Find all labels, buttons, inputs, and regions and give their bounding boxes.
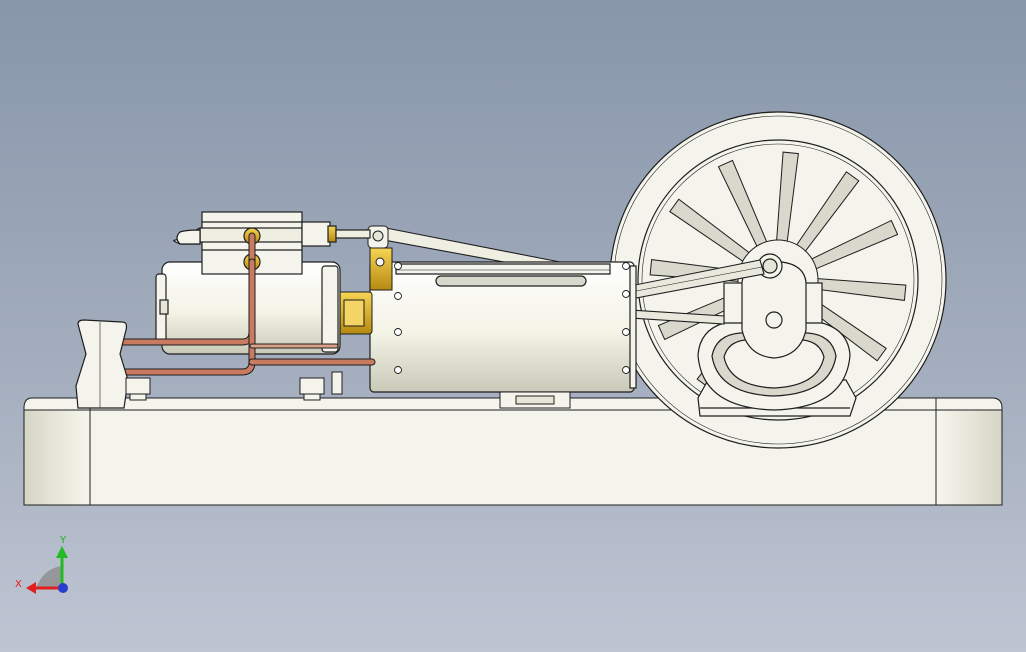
coordinate-triad: Y X	[15, 535, 68, 594]
cylinder-bolt	[622, 366, 630, 374]
cylinder-bolt	[622, 262, 630, 270]
cylinder-bolts	[394, 262, 630, 374]
cylinder-bolt	[622, 328, 630, 336]
exhaust-block[interactable]	[75, 319, 129, 409]
cylinder-bolt	[394, 292, 402, 300]
cylinder-bolt	[394, 366, 402, 374]
cylinder-bolt	[394, 328, 402, 336]
mounting-feet[interactable]	[125, 371, 571, 409]
triad-y-label: Y	[59, 535, 67, 546]
main-cylinder[interactable]	[369, 261, 637, 393]
z-axis-point	[58, 583, 68, 593]
triad-x-label: X	[15, 579, 22, 590]
cylinder-bolt	[622, 290, 630, 298]
y-axis-head	[56, 546, 68, 558]
cylinder-bolt	[394, 262, 402, 270]
triad-plane	[36, 566, 62, 588]
steam-chest[interactable]	[155, 211, 371, 355]
copper-pipes[interactable]	[92, 232, 376, 376]
crosshead-bracket[interactable]	[367, 225, 393, 291]
crank-bearing-pedestal[interactable]	[697, 253, 857, 417]
x-axis-head	[26, 582, 36, 594]
